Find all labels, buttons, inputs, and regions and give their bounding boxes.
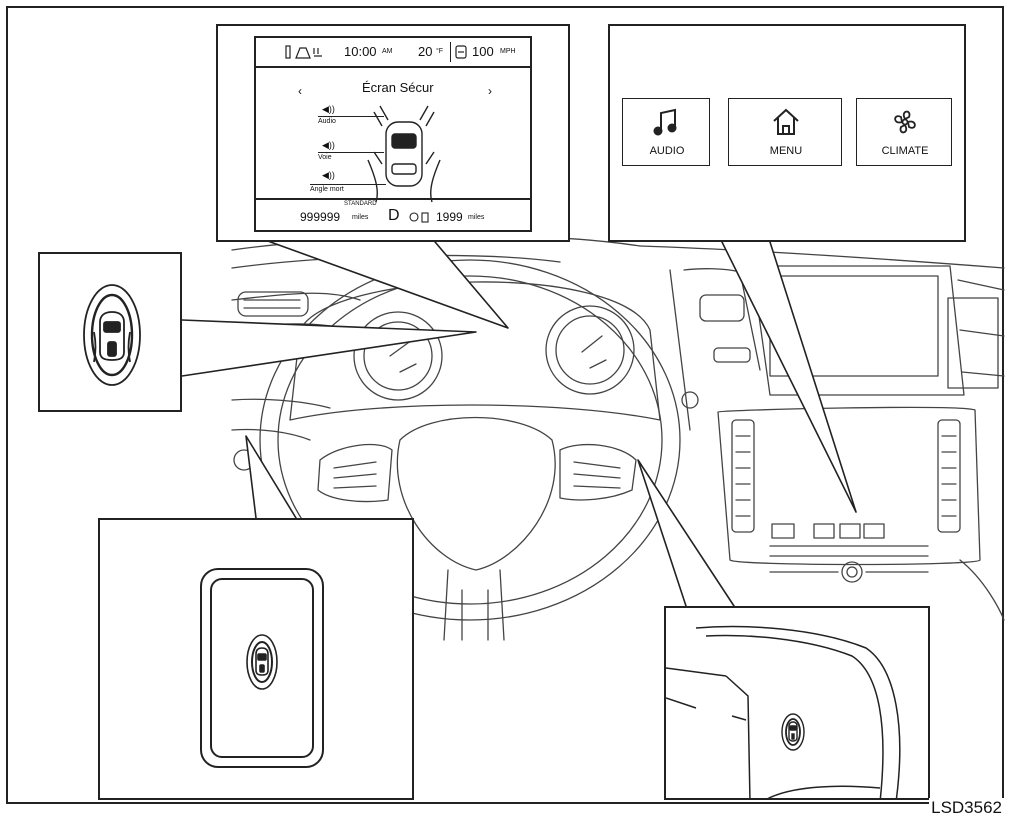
- fuel-icon: [409, 212, 429, 223]
- sound-icon: ◀)): [322, 170, 335, 180]
- steering-spoke-illustration: [666, 625, 901, 798]
- figure-code: LSD3562: [929, 798, 1004, 818]
- clock-time: 10:00: [344, 44, 377, 59]
- safety-shield-car-icon: [83, 284, 141, 386]
- climate-button-label: CLIMATE: [881, 145, 929, 157]
- car-top-view-icon: [367, 105, 441, 203]
- odometer-value: 999999: [300, 210, 341, 224]
- chevron-right-icon: ›: [488, 84, 492, 98]
- temperature-unit: °F: [436, 48, 444, 55]
- safety-item-2-line: [318, 152, 384, 153]
- cluster-screen: 10:00 AM 20 °F 100 MPH ‹ Écran Sécur › ◀…: [254, 36, 532, 232]
- drive-mode: STANDARD: [344, 201, 377, 207]
- music-note-icon: [653, 108, 677, 136]
- range-value: 1999: [436, 210, 463, 224]
- odometer-unit: miles: [352, 214, 369, 221]
- safety-item-1: ◀)) Audio: [318, 104, 388, 134]
- range-unit: miles: [468, 214, 485, 221]
- safety-item-2: ◀)) Voie: [318, 140, 388, 170]
- gear-indicator: D: [388, 207, 400, 224]
- dashboard-lines: [231, 234, 1005, 641]
- audio-button[interactable]: AUDIO: [622, 98, 710, 166]
- home-icon: [773, 108, 799, 135]
- right-lower-callout: [664, 606, 930, 800]
- switch-panel-outer: [200, 568, 324, 768]
- cluster-top-bar: 10:00 AM 20 °F 100 MPH: [256, 38, 530, 68]
- audio-button-label: AUDIO: [649, 145, 685, 157]
- switch-panel-inner: [210, 578, 314, 758]
- sound-icon: ◀)): [322, 140, 335, 150]
- left-lower-callout: [98, 518, 414, 800]
- safety-item-1-line: [318, 116, 384, 117]
- drive-assist-icon: [285, 45, 322, 59]
- menu-button-label: MENU: [769, 145, 803, 157]
- safety-item-3-label: Angle mort: [310, 186, 344, 193]
- left-upper-callout: [38, 252, 182, 412]
- climate-button[interactable]: CLIMATE: [856, 98, 952, 166]
- safety-item-2-label: Voie: [318, 154, 332, 161]
- speed-unit: MPH: [500, 48, 516, 55]
- outside-temperature: 20: [418, 44, 433, 59]
- safety-shield-car-icon[interactable]: [244, 632, 280, 692]
- speed-value: 100: [472, 44, 494, 59]
- cluster-screen-title: Écran Sécur: [362, 80, 434, 95]
- menu-button[interactable]: MENU: [728, 98, 842, 166]
- clock-suffix: AM: [382, 48, 393, 55]
- chevron-left-icon: ‹: [298, 84, 302, 98]
- sound-icon: ◀)): [322, 104, 335, 114]
- speed-limit-icon: [455, 45, 467, 59]
- safety-shield-car-icon[interactable]: [780, 712, 806, 752]
- top-bar-divider: [450, 42, 451, 62]
- fan-icon: [894, 110, 916, 134]
- safety-item-1-label: Audio: [318, 118, 336, 125]
- safety-item-3-line: [310, 184, 386, 185]
- cluster-bottom-bar: STANDARD 999999 miles D 1999 miles: [256, 198, 530, 230]
- callout-pointers: [181, 235, 857, 607]
- safety-item-3: ◀)) Angle mort: [310, 170, 388, 200]
